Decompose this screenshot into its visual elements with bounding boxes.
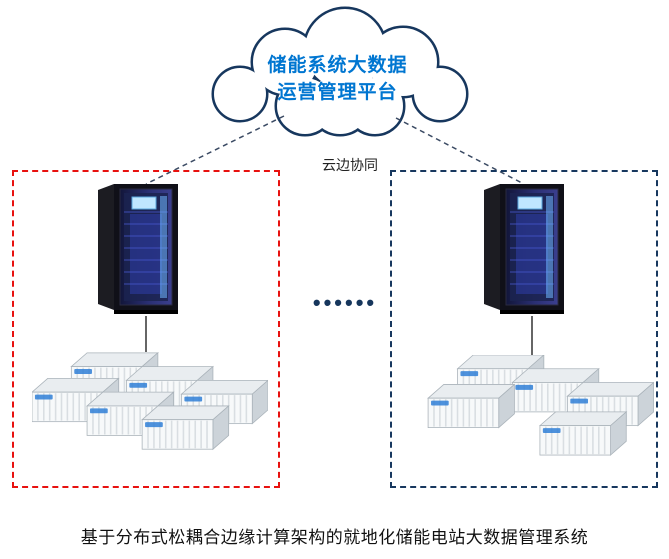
cloud-title-line2: 运营管理平台 — [277, 82, 398, 103]
diagram-caption: 基于分布式松耦合边缘计算架构的就地化储能电站大数据管理系统 — [80, 528, 589, 547]
right-edge-station-zone — [390, 170, 658, 488]
cloud-icon — [211, 6, 469, 137]
storage-containers-right — [418, 354, 655, 459]
server-rack-left — [90, 183, 190, 316]
server-rack-icon — [483, 183, 565, 315]
cloud-edge-collaboration-label: 云边协同 — [322, 157, 378, 173]
cloud-title-line1: 储能系统大数据 — [267, 55, 408, 76]
storage-containers-left — [31, 352, 269, 456]
storage-containers-icon — [427, 354, 655, 456]
cloud-shape — [195, 4, 480, 144]
server-rack-right — [476, 183, 576, 316]
storage-containers-icon — [31, 352, 269, 450]
left-edge-station-zone — [12, 170, 280, 488]
ellipsis-dots: •••••• — [312, 290, 378, 315]
server-rack-icon — [97, 183, 179, 315]
cloud-platform-title: 储能系统大数据 运营管理平台 — [195, 52, 480, 106]
